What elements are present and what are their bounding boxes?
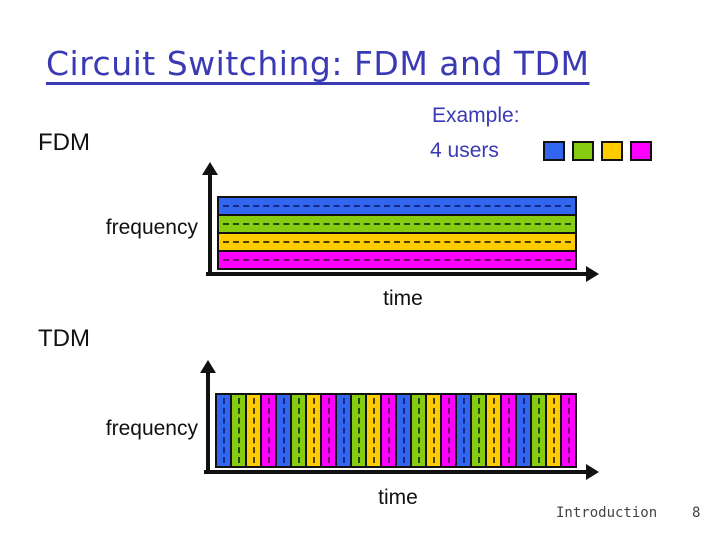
tdm-slot-user-2 [350, 395, 365, 466]
fdm-band-divider-dash [223, 223, 571, 225]
fdm-frequency-bands [217, 196, 577, 270]
tdm-slot-divider-dash [267, 398, 270, 463]
legend-swatch-user-2 [572, 141, 594, 161]
tdm-slot-divider-dash [537, 398, 540, 463]
user-color-legend [543, 141, 652, 161]
tdm-slot-user-2 [530, 395, 545, 466]
tdm-slot-user-4 [560, 395, 575, 466]
users-count-label: 4 users [430, 139, 499, 162]
fdm-frequency-axis-label: frequency [105, 216, 198, 239]
fdm-band-divider-dash [223, 241, 571, 243]
tdm-slot-user-4 [440, 395, 455, 466]
fdm-band-user-3 [219, 232, 575, 250]
tdm-slot-divider-dash [492, 398, 495, 463]
tdm-slot-user-2 [470, 395, 485, 466]
tdm-slot-user-4 [260, 395, 275, 466]
tdm-slot-user-4 [320, 395, 335, 466]
tdm-slot-divider-dash [522, 398, 525, 463]
tdm-slot-divider-dash [507, 398, 510, 463]
tdm-y-axis-arrow-icon [200, 360, 216, 373]
tdm-slot-divider-dash [252, 398, 255, 463]
tdm-slot-user-3 [245, 395, 260, 466]
tdm-slot-user-3 [485, 395, 500, 466]
tdm-x-axis [204, 470, 586, 474]
tdm-slot-user-1 [275, 395, 290, 466]
tdm-slot-divider-dash [567, 398, 570, 463]
slide-title: Circuit Switching: FDM and TDM [46, 44, 590, 83]
tdm-slot-divider-dash [237, 398, 240, 463]
tdm-slot-user-1 [515, 395, 530, 466]
fdm-band-user-4 [219, 250, 575, 268]
tdm-slot-divider-dash [357, 398, 360, 463]
tdm-slot-divider-dash [282, 398, 285, 463]
tdm-slot-divider-dash [387, 398, 390, 463]
tdm-slot-divider-dash [222, 398, 225, 463]
tdm-slot-divider-dash [297, 398, 300, 463]
footer-section-label: Introduction [556, 505, 658, 521]
tdm-y-axis [206, 372, 210, 472]
tdm-slot-divider-dash [312, 398, 315, 463]
tdm-slot-user-2 [230, 395, 245, 466]
footer-page-number: 8 [692, 505, 701, 521]
tdm-slot-divider-dash [447, 398, 450, 463]
tdm-slot-user-3 [545, 395, 560, 466]
fdm-section-label: FDM [38, 129, 90, 156]
fdm-band-user-2 [219, 214, 575, 232]
tdm-slot-divider-dash [552, 398, 555, 463]
legend-swatch-user-3 [601, 141, 623, 161]
tdm-time-slots [215, 393, 577, 468]
legend-swatch-user-4 [630, 141, 652, 161]
tdm-slot-user-1 [395, 395, 410, 466]
fdm-x-axis-arrow-icon [586, 266, 599, 282]
tdm-slot-user-1 [455, 395, 470, 466]
fdm-band-user-1 [219, 198, 575, 214]
tdm-slot-user-2 [290, 395, 305, 466]
tdm-slot-user-3 [425, 395, 440, 466]
fdm-x-axis [206, 272, 588, 276]
fdm-band-divider-dash [223, 259, 571, 261]
tdm-section-label: TDM [38, 325, 90, 352]
fdm-y-axis-arrow-icon [202, 162, 218, 175]
legend-swatch-user-1 [543, 141, 565, 161]
fdm-band-divider-dash [223, 205, 571, 207]
tdm-slot-divider-dash [402, 398, 405, 463]
tdm-slot-divider-dash [372, 398, 375, 463]
fdm-time-axis-label: time [383, 287, 423, 310]
tdm-slot-divider-dash [327, 398, 330, 463]
tdm-slot-divider-dash [477, 398, 480, 463]
example-label: Example: [432, 104, 520, 127]
tdm-slot-user-2 [410, 395, 425, 466]
tdm-x-axis-arrow-icon [586, 464, 599, 480]
tdm-frequency-axis-label: frequency [105, 417, 198, 440]
tdm-slot-user-3 [305, 395, 320, 466]
tdm-slot-user-3 [365, 395, 380, 466]
tdm-slot-divider-dash [342, 398, 345, 463]
tdm-slot-user-1 [217, 395, 230, 466]
tdm-slot-divider-dash [462, 398, 465, 463]
fdm-y-axis [208, 174, 212, 276]
tdm-slot-divider-dash [432, 398, 435, 463]
tdm-slot-user-4 [500, 395, 515, 466]
tdm-slot-divider-dash [417, 398, 420, 463]
tdm-time-axis-label: time [378, 486, 418, 509]
tdm-slot-user-4 [380, 395, 395, 466]
tdm-slot-user-1 [335, 395, 350, 466]
